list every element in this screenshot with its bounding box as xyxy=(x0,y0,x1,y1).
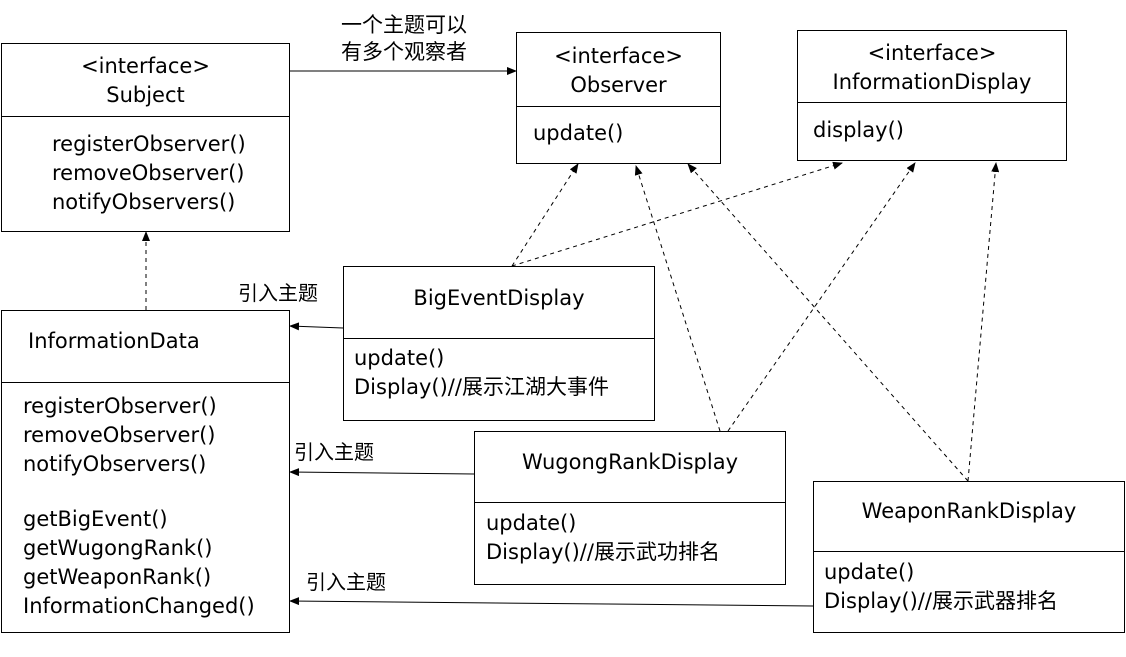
big-event-display-header: BigEventDisplay xyxy=(344,267,654,339)
information-data-method: notifyObservers() xyxy=(23,452,207,476)
ref-subject-label-2: 引入主题 xyxy=(294,440,374,464)
information-display-interface-box: <interface> InformationDisplay display() xyxy=(797,30,1067,161)
weapon-rank-display-box: WeaponRankDisplay update() Display()//展示… xyxy=(813,481,1125,633)
weapon-implements-observer xyxy=(687,163,969,482)
wugong-implements-display xyxy=(727,162,916,432)
information-display-header: <interface> InformationDisplay xyxy=(798,31,1066,103)
wugong-rank-display-name: WugongRankDisplay xyxy=(521,450,739,474)
weapon-rank-display-name: WeaponRankDisplay xyxy=(861,499,1077,523)
observer-header: <interface> Observer xyxy=(517,33,720,107)
observer-stereotype: <interface> xyxy=(554,44,683,68)
observer-method: update() xyxy=(533,121,624,145)
bigevent-implements-display xyxy=(511,161,843,267)
wugong-rank-display-methods: update() Display()//展示武功排名 xyxy=(475,503,785,584)
weapon-rank-display-method: update() xyxy=(824,560,915,584)
big-event-display-box: BigEventDisplay update() Display()//展示江湖… xyxy=(343,266,655,421)
one-to-many-label: 一个主题可以 有多个观察者 xyxy=(341,12,467,66)
information-data-methods: registerObserver() removeObserver() noti… xyxy=(2,383,289,632)
big-event-display-methods: update() Display()//展示江湖大事件 xyxy=(344,339,654,420)
subject-header: <interface> Subject xyxy=(2,44,289,117)
subject-interface-box: <interface> Subject registerObserver() r… xyxy=(1,43,290,232)
weapon-rank-display-method: Display()//展示武器排名 xyxy=(824,589,1058,613)
wugong-rank-display-method: update() xyxy=(486,511,577,535)
subject-method: notifyObservers() xyxy=(52,190,236,214)
weapon-implements-display xyxy=(967,162,1000,482)
ref-subject-label-1: 引入主题 xyxy=(238,281,318,305)
weapon-rank-display-methods: update() Display()//展示武器排名 xyxy=(814,552,1124,632)
information-display-methods: display() xyxy=(798,103,1066,160)
wugong-ref-subject xyxy=(289,468,475,477)
information-display-method: display() xyxy=(813,118,904,142)
big-event-display-method: Display()//展示江湖大事件 xyxy=(354,375,609,399)
observer-name: Observer xyxy=(570,73,667,97)
information-data-box: InformationData registerObserver() remov… xyxy=(1,310,290,633)
subject-name: Subject xyxy=(106,83,185,107)
information-data-method: getBigEvent() xyxy=(23,507,168,531)
bigevent-implements-observer xyxy=(511,163,579,267)
one-to-many-label-line1: 一个主题可以 xyxy=(341,13,467,37)
wugong-implements-observer xyxy=(634,165,721,432)
information-data-name: InformationData xyxy=(28,329,200,353)
wugong-rank-display-box: WugongRankDisplay update() Display()//展示… xyxy=(474,431,786,585)
information-data-method: InformationChanged() xyxy=(23,594,255,618)
subject-methods: registerObserver() removeObserver() noti… xyxy=(2,117,289,231)
subject-stereotype: <interface> xyxy=(81,54,210,78)
weapon-rank-display-header: WeaponRankDisplay xyxy=(814,482,1124,552)
one-to-many-label-line2: 有多个观察者 xyxy=(341,40,467,64)
bigevent-ref-subject xyxy=(289,322,344,331)
information-data-method: getWugongRank() xyxy=(23,536,213,560)
subject-method: removeObserver() xyxy=(52,161,245,185)
weapon-ref-subject xyxy=(289,597,814,607)
information-data-method: registerObserver() xyxy=(23,394,217,418)
wugong-rank-display-method: Display()//展示武功排名 xyxy=(486,540,720,564)
observer-methods: update() xyxy=(517,107,720,163)
big-event-display-name: BigEventDisplay xyxy=(413,286,585,310)
information-data-method-spacer xyxy=(23,479,289,505)
big-event-display-method: update() xyxy=(354,346,445,370)
ref-subject-label-3: 引入主题 xyxy=(306,570,386,594)
information-data-method: getWeaponRank() xyxy=(23,565,212,589)
observer-interface-box: <interface> Observer update() xyxy=(516,32,721,164)
information-data-method: removeObserver() xyxy=(23,423,216,447)
subject-method: registerObserver() xyxy=(52,132,246,156)
information-display-stereotype: <interface> xyxy=(867,41,997,65)
wugong-rank-display-header: WugongRankDisplay xyxy=(475,432,785,503)
information-data-header: InformationData xyxy=(2,311,289,383)
information-display-name: InformationDisplay xyxy=(832,70,1032,94)
